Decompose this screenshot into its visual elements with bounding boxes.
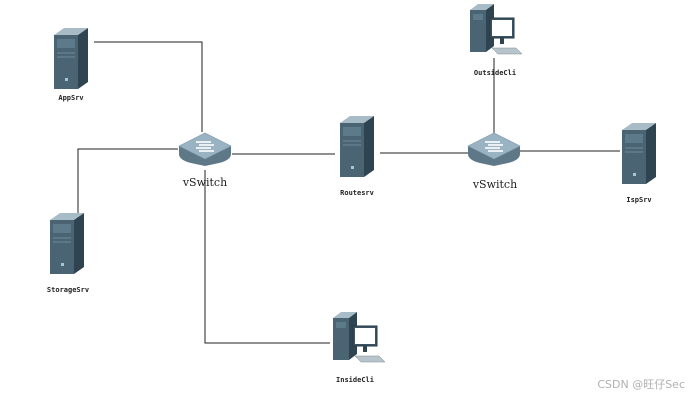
vswitch-right-icon (467, 132, 521, 167)
storagesrv-label: StorageSrv (46, 286, 90, 294)
storagesrv-server-icon (49, 212, 85, 275)
outsidecli-workstation-icon (469, 3, 523, 55)
insidecli-label: InsideCli (336, 376, 374, 384)
vswitch-right-label: vSwitch (472, 178, 518, 191)
insidecli-workstation-icon (332, 311, 386, 363)
vswitch-left-icon (178, 132, 232, 167)
routesrv-server-icon (339, 115, 375, 178)
outsidecli-label: OutsideCli (473, 69, 517, 77)
ispsrv-label: IspSrv (626, 196, 652, 204)
vswitch-left-label: vSwitch (182, 176, 228, 189)
appsrv-label: AppSrv (58, 94, 84, 102)
ispsrv-server-icon (621, 122, 657, 185)
watermark-text: CSDN @旺仔Sec (597, 378, 685, 391)
link-insidecli-vswitch (204, 170, 330, 344)
link-storagesrv-vswitch (77, 148, 178, 222)
routesrv-label: Routesrv (340, 189, 374, 197)
appsrv-server-icon (53, 27, 89, 90)
link-appsrv-vswitch (94, 41, 203, 132)
